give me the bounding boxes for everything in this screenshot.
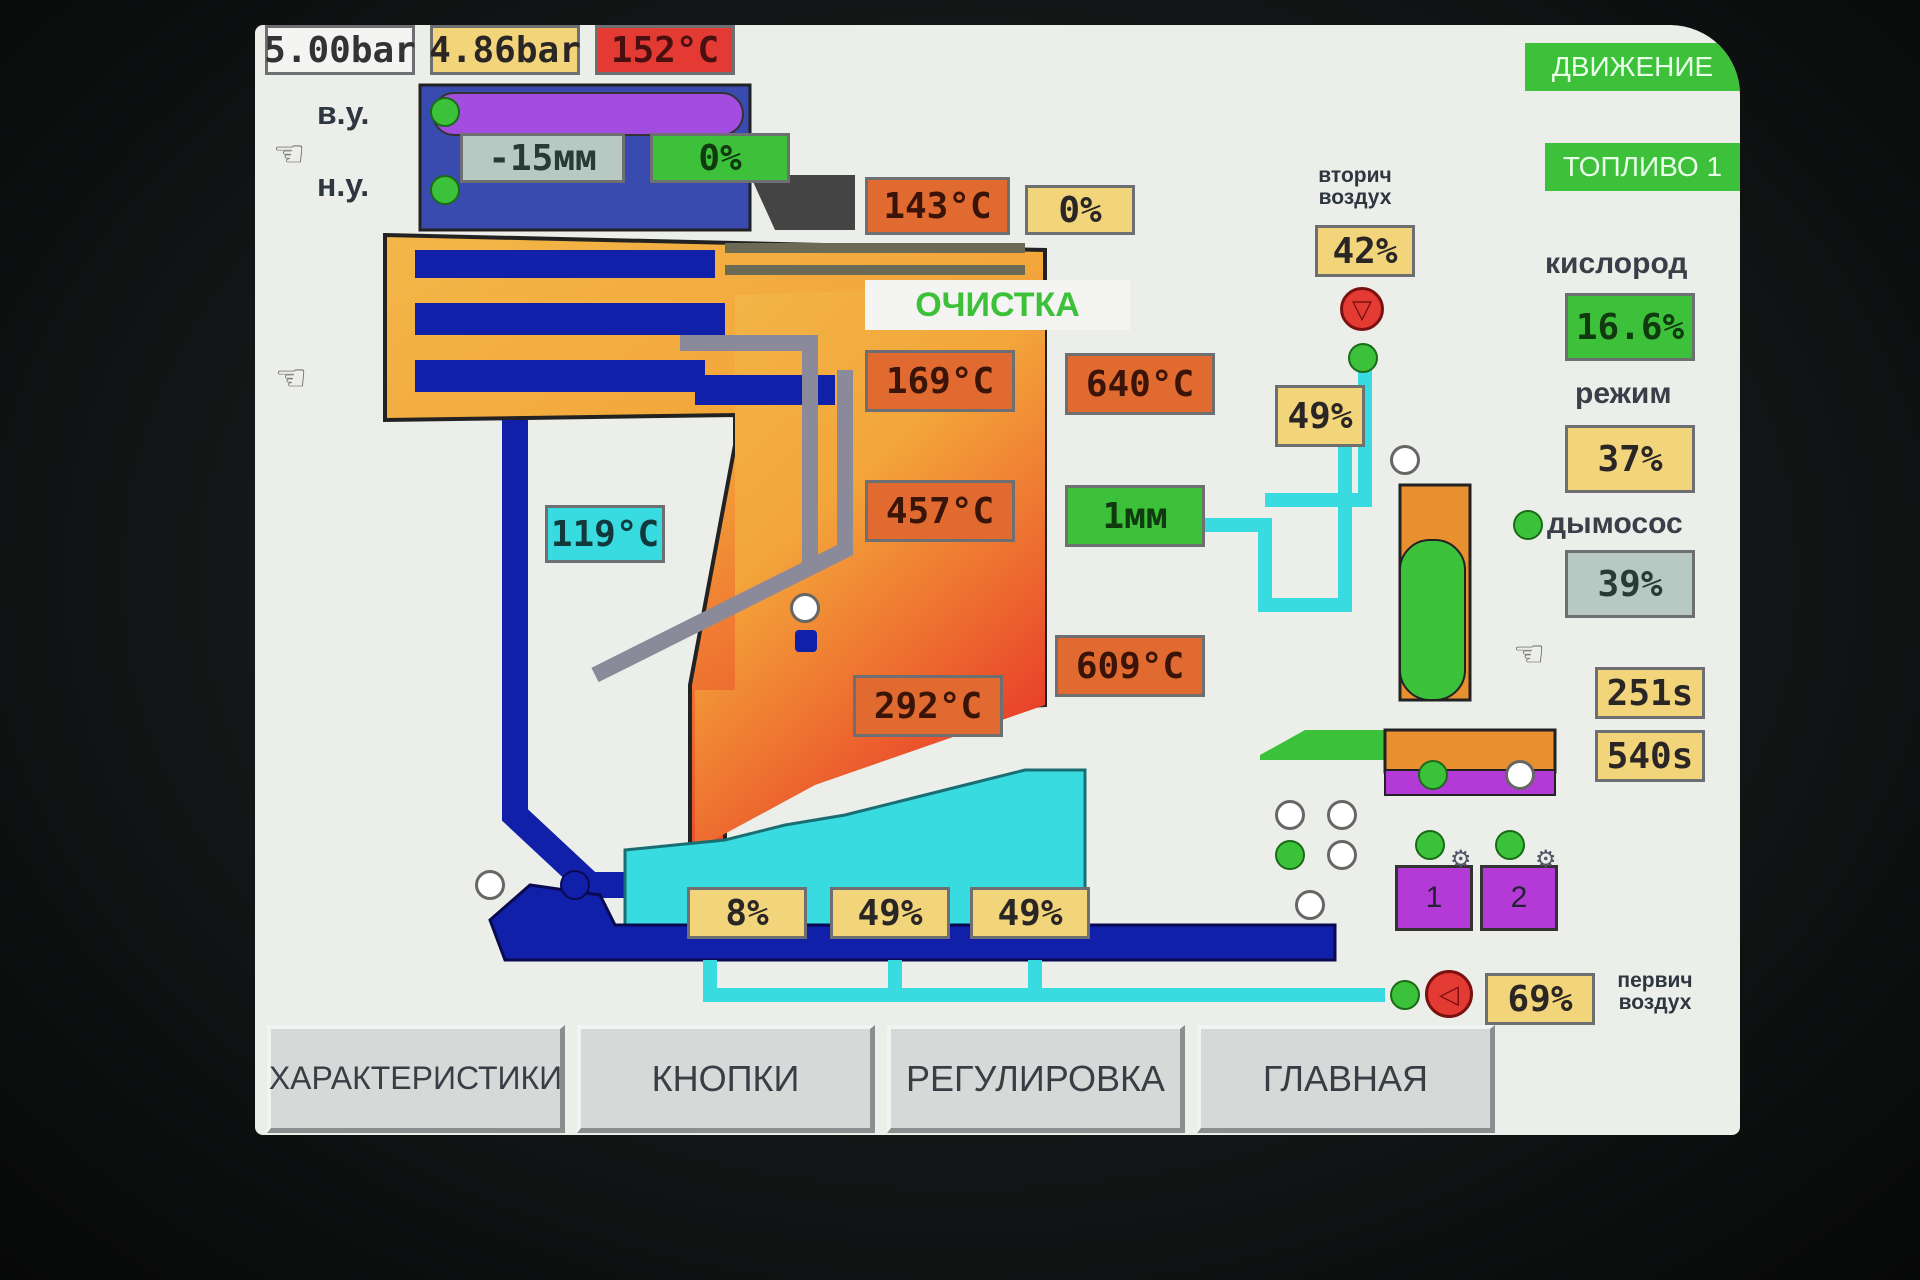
nav-buttons-button[interactable]: КНОПКИ (577, 1025, 875, 1133)
feeder-1-screw-icon: ⚙ (1450, 846, 1472, 873)
exhaust-fan-status (1513, 510, 1543, 540)
primary-air-label-1: первич (1617, 969, 1693, 992)
fuel-status: ТОПЛИВО 1 (1545, 143, 1740, 191)
feeder-1-status (1415, 830, 1445, 860)
grate-zone-2: 49% (830, 887, 950, 939)
furnace-depth: 1мм (1065, 485, 1205, 547)
fuel-pile (1260, 730, 1395, 760)
feeder-2-status (1495, 830, 1525, 860)
motion-status: ДВИЖЕНИЕ (1525, 43, 1740, 91)
oxygen-value: 16.6% (1565, 293, 1695, 361)
primary-air-value: 69% (1485, 973, 1595, 1025)
primary-fan-status (1390, 980, 1420, 1010)
grate-valve-1 (1275, 800, 1305, 830)
pressure-setpoint: 5.00bar (264, 25, 416, 75)
drum-valve-value: 0% (650, 133, 790, 183)
fire-tube-1 (415, 250, 715, 278)
nav-regulation-button[interactable]: РЕГУЛИРОВКА (887, 1025, 1185, 1133)
high-level-indicator (430, 97, 460, 127)
furnace-temp-2: 640°C (1065, 353, 1215, 415)
secondary-air-label-2: воздух (1318, 186, 1392, 209)
primary-air-label-2: воздух (1618, 991, 1692, 1014)
timer-1: 251s (1595, 667, 1705, 719)
mode-label: режим (1575, 377, 1672, 410)
primary-fan-icon[interactable]: ◁ (1425, 970, 1473, 1018)
exhaust-fan-value: 39% (1565, 550, 1695, 618)
grate-zone-3: 49% (970, 887, 1090, 939)
soot-blower-lance-1 (725, 243, 1025, 253)
furnace-valve-open (790, 593, 820, 623)
low-level-indicator (430, 175, 460, 205)
exhaust-fan-label: дымосос (1547, 507, 1683, 540)
ash-valve-closed (560, 870, 590, 900)
fire-tube-2 (415, 303, 725, 335)
secondary-fan-status (1348, 343, 1378, 373)
feeder-1[interactable]: 1 (1395, 865, 1473, 931)
furnace-temp-1: 169°C (865, 350, 1015, 412)
grate-zone-1: 8% (687, 887, 807, 939)
feeder-valve (1505, 760, 1535, 790)
low-level-label: н.у. (317, 167, 370, 203)
economizer-value: 0% (1025, 185, 1135, 235)
flue-duct (750, 175, 855, 230)
high-level-label: в.у. (317, 95, 370, 131)
baffle-1 (680, 335, 818, 570)
feeder-2-screw-icon: ⚙ (1535, 846, 1557, 873)
mode-value: 37% (1565, 425, 1695, 493)
furnace-temp-4: 609°C (1055, 635, 1205, 697)
secondary-air-label-1: вторич (1318, 164, 1392, 187)
steam-temp-reading: 152°C (595, 25, 735, 75)
feeder-2[interactable]: 2 (1480, 865, 1558, 931)
nav-main-button[interactable]: ГЛАВНАЯ (1197, 1025, 1495, 1133)
fire-tube-3 (415, 360, 705, 392)
feeder-status (1418, 760, 1448, 790)
furnace-valve-closed (795, 630, 817, 652)
grate-valve-3 (1275, 840, 1305, 870)
grate-valve-2 (1327, 800, 1357, 830)
secondary-air-value: 42% (1315, 225, 1415, 277)
pointer-hand-icon: ☜ (1513, 633, 1546, 674)
grate-valve-5 (1295, 890, 1325, 920)
pointer-hand-icon: ☜ (275, 357, 308, 398)
timer-2: 540s (1595, 730, 1705, 782)
secondary-air-valve (1390, 445, 1420, 475)
grate-valve-4 (1327, 840, 1357, 870)
pressure-reading: 4.86bar (429, 25, 581, 75)
ash-valve-open (475, 870, 505, 900)
furnace-temp-3: 457°C (865, 480, 1015, 542)
pointer-hand-icon: ☜ (273, 133, 306, 174)
economizer-temp: 143°C (865, 177, 1010, 235)
drum-level-value: -15мм (460, 133, 625, 183)
primary-air-duct (703, 960, 1385, 1002)
soot-blower-lance-2 (725, 265, 1025, 275)
hmi-screen: 5.00bar 4.86bar 152°C ДВИЖЕНИЕ ТОПЛИВО 1… (255, 25, 1740, 1135)
secondary-air-duct (1258, 345, 1372, 612)
secondary-air-damper: 49% (1275, 385, 1365, 447)
drum-steam-space (432, 92, 744, 136)
nav-characteristics-button[interactable]: ХАРАКТЕРИСТИКИ (267, 1025, 565, 1133)
cleaning-indicator: ОЧИСТКА (865, 280, 1130, 330)
return-water-temp: 119°C (545, 505, 665, 563)
oxygen-label: кислород (1545, 247, 1688, 280)
fuel-level (1399, 539, 1466, 701)
baffle-2 (591, 370, 853, 683)
secondary-fan-icon[interactable]: ▽ (1340, 287, 1384, 331)
furnace-temp-5: 292°C (853, 675, 1003, 737)
